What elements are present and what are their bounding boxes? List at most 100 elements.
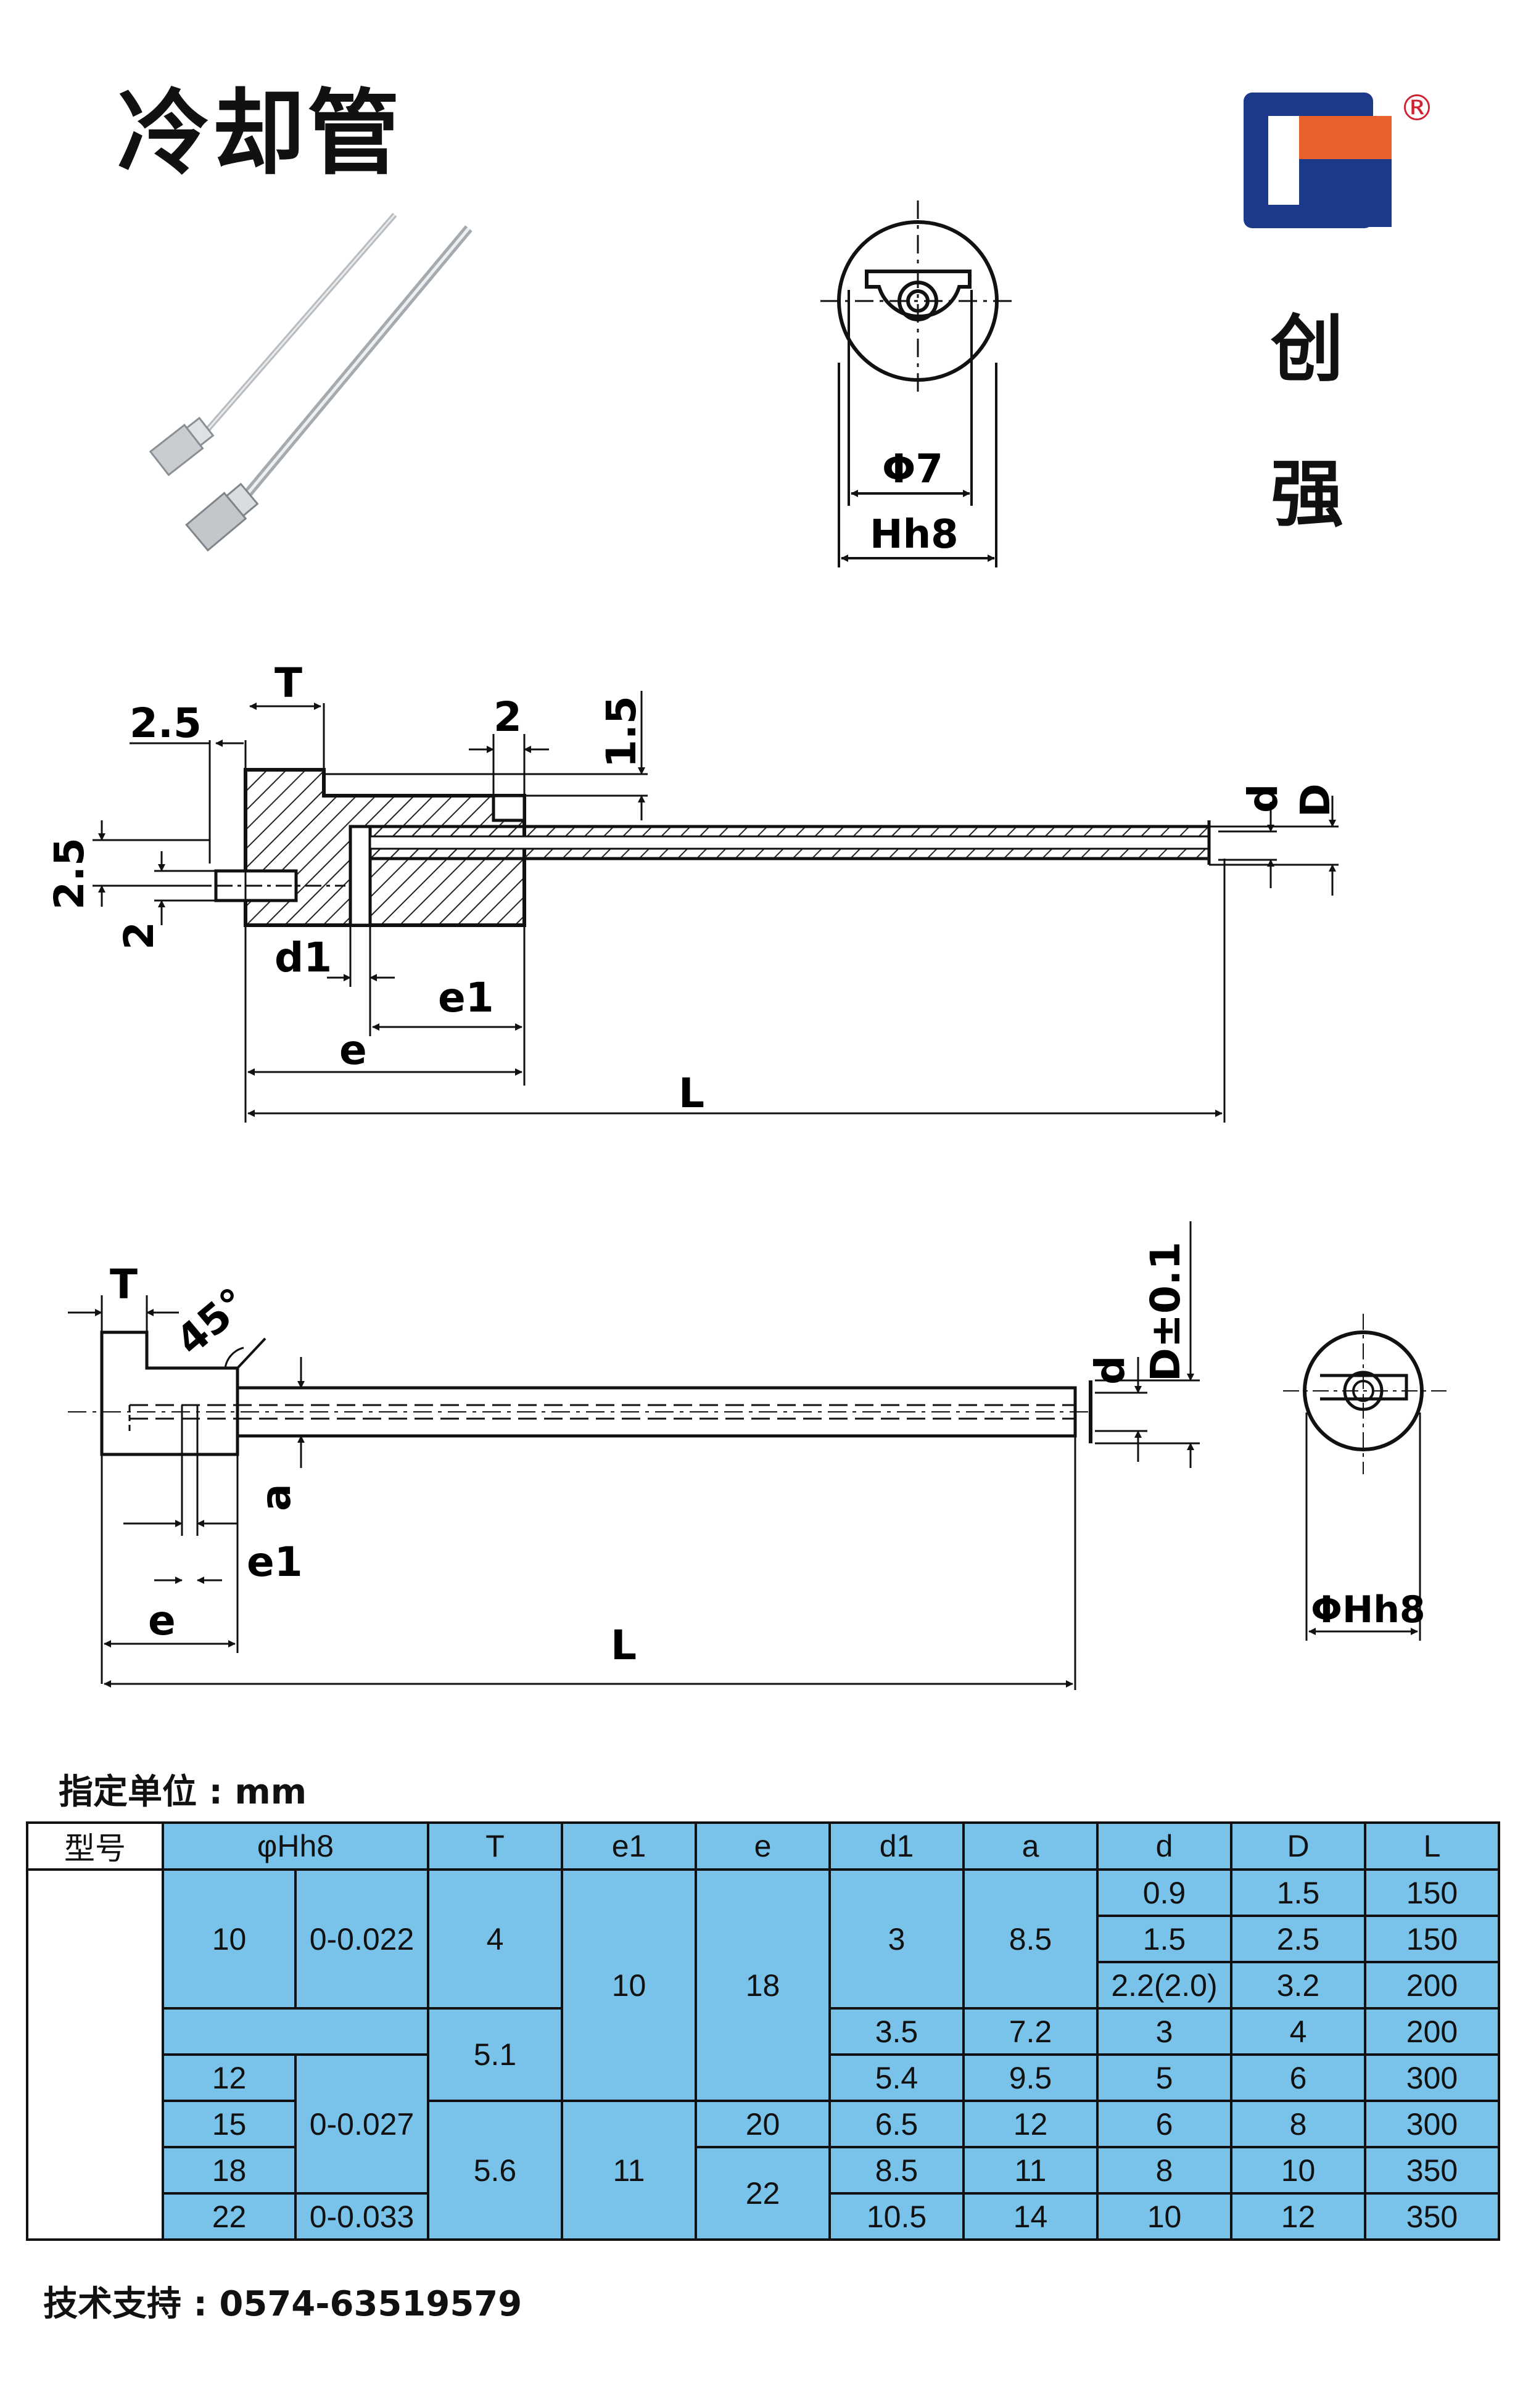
cell-d1: 8.5 bbox=[828, 2146, 965, 2195]
label-sec-2-left: 2 bbox=[115, 922, 163, 950]
brand-char-2: 强 bbox=[1271, 452, 1344, 537]
label-sec-1-5: 1.5 bbox=[598, 696, 645, 768]
label-sec-e1: e1 bbox=[438, 974, 494, 1021]
label-low-45: 45° bbox=[167, 1279, 257, 1364]
label-low-e: e bbox=[148, 1597, 176, 1644]
cell-e: 18 bbox=[695, 1868, 831, 2102]
brand-logo: ® bbox=[1244, 87, 1435, 228]
table-row: 5.1 3.5 7.2 3 4 200 bbox=[27, 2007, 1500, 2102]
cell-D: 3.2 bbox=[1230, 1961, 1366, 2010]
cell-t: 5.6 bbox=[427, 2100, 563, 2241]
label-low-t: T bbox=[110, 1261, 138, 1308]
cell-D: 10 bbox=[1230, 2146, 1366, 2195]
cell-a: 8.5 bbox=[962, 1868, 1099, 2010]
header-D: D bbox=[1230, 1821, 1366, 1871]
label-hh8: Hh8 bbox=[870, 512, 959, 558]
lower-view bbox=[68, 1221, 1200, 1690]
brand-char-1: 创 bbox=[1271, 307, 1344, 392]
header-t: T bbox=[427, 1821, 563, 1871]
label-sec-d: d bbox=[1239, 784, 1287, 813]
cell-d1: 10.5 bbox=[828, 2192, 965, 2241]
cell-a: 12 bbox=[962, 2100, 1099, 2148]
label-sec-D: D bbox=[1292, 783, 1339, 817]
cell-a: 14 bbox=[962, 2192, 1099, 2241]
cell-tol: 0-0.022 bbox=[294, 1868, 429, 2010]
header-phihh8: φHh8 bbox=[162, 1821, 429, 1871]
table-row: 2.2(2.0) 3.2 200 bbox=[27, 1961, 1500, 2010]
page-title: 冷却管 bbox=[117, 80, 403, 188]
table-row: 18 22 8.5 11 8 10 350 bbox=[27, 2146, 1500, 2241]
cell-a: 9.5 bbox=[962, 2053, 1099, 2102]
cell-d: 10 bbox=[1096, 2192, 1232, 2241]
cell-a: 7.2 bbox=[962, 2007, 1099, 2056]
label-end-phihh8: ΦHh8 bbox=[1311, 1588, 1426, 1631]
header-e: e bbox=[695, 1821, 831, 1871]
cell-phi: 12 bbox=[162, 2053, 297, 2102]
cell-D: 2.5 bbox=[1230, 1915, 1366, 1963]
cell-D: 12 bbox=[1230, 2192, 1366, 2241]
technical-drawing: Φ7 Hh8 bbox=[46, 200, 1447, 1690]
section-view bbox=[93, 691, 1339, 1123]
table-row: 1.5 2.5 150 bbox=[27, 1915, 1500, 1963]
product-photo bbox=[149, 213, 473, 552]
label-sec-t: T bbox=[274, 659, 302, 707]
cell-phi: 15 bbox=[162, 2100, 297, 2148]
cell-d: 0.9 bbox=[1096, 1868, 1232, 1917]
label-sec-2-top: 2 bbox=[493, 693, 522, 741]
cell-d: 2.2(2.0) bbox=[1096, 1961, 1232, 2010]
header-e1: e1 bbox=[561, 1821, 697, 1871]
cell-d: 6 bbox=[1096, 2100, 1232, 2148]
header-a: a bbox=[962, 1821, 1099, 1871]
registered-mark: ® bbox=[1399, 87, 1435, 129]
label-low-d: d bbox=[1086, 1356, 1134, 1385]
label-low-L: L bbox=[611, 1622, 637, 1669]
cell-d1: 5.4 bbox=[828, 2053, 965, 2102]
label-sec-2-5-left: 2.5 bbox=[46, 838, 93, 910]
cell-t: 5.1 bbox=[427, 2007, 563, 2102]
table-row: 22 0-0.033 10.5 14 10 12 350 bbox=[27, 2192, 1500, 2241]
label-sec-L: L bbox=[679, 1070, 704, 1117]
support-phone: 技术支持 : 0574-63519579 bbox=[43, 2284, 522, 2324]
cell-L: 350 bbox=[1364, 2146, 1500, 2195]
cell-d: 8 bbox=[1096, 2146, 1232, 2195]
table-header-row: 型号 φHh8 T e1 e d1 a d D L bbox=[26, 1821, 1500, 1871]
cell-D: 6 bbox=[1230, 2053, 1366, 2102]
cell-L: 150 bbox=[1364, 1868, 1500, 1917]
model-cell bbox=[26, 1868, 164, 2241]
label-sec-d1: d1 bbox=[274, 934, 332, 981]
cell-e1: 11 bbox=[561, 2100, 697, 2241]
table-row: 12 0-0.027 5.4 9.5 5 6 300 bbox=[27, 2053, 1500, 2195]
cell-e1: 10 bbox=[561, 1868, 697, 2102]
label-phi7: Φ7 bbox=[882, 447, 943, 492]
header-d1: d1 bbox=[828, 1821, 965, 1871]
cell-d1: 3.5 bbox=[828, 2007, 965, 2056]
cell-L: 300 bbox=[1364, 2053, 1500, 2102]
table-row: 15 5.6 11 20 6.5 12 6 8 300 bbox=[27, 2100, 1500, 2241]
cell-phi-merged bbox=[162, 2007, 429, 2056]
header-model: 型号 bbox=[26, 1821, 164, 1871]
cell-d: 5 bbox=[1096, 2053, 1232, 2102]
header-d: d bbox=[1096, 1821, 1232, 1871]
cell-D: 1.5 bbox=[1230, 1868, 1366, 1917]
label-sec-2-5-top: 2.5 bbox=[130, 699, 202, 747]
cell-e: 22 bbox=[695, 2146, 831, 2241]
cell-L: 200 bbox=[1364, 1961, 1500, 2010]
cell-phi: 10 bbox=[162, 1868, 297, 2010]
table-row: 10 0-0.022 4 10 18 3 8.5 0.9 1.5 150 bbox=[26, 1868, 1500, 2241]
cell-L: 350 bbox=[1364, 2192, 1500, 2241]
top-end-view bbox=[820, 200, 1018, 567]
cell-tol: 0-0.033 bbox=[294, 2192, 429, 2241]
cell-d1: 3 bbox=[828, 1868, 965, 2010]
label-low-D: D±0.1 bbox=[1142, 1242, 1189, 1382]
cell-a: 11 bbox=[962, 2146, 1099, 2195]
cell-d1: 6.5 bbox=[828, 2100, 965, 2148]
cell-tol: 0-0.027 bbox=[294, 2053, 429, 2195]
end-view bbox=[1283, 1314, 1447, 1641]
cell-L: 300 bbox=[1364, 2100, 1500, 2148]
unit-label: 指定单位 : mm bbox=[59, 1772, 307, 1812]
cell-e: 20 bbox=[695, 2100, 831, 2148]
cell-d: 3 bbox=[1096, 2007, 1232, 2056]
label-sec-e: e bbox=[339, 1026, 367, 1074]
label-low-a: a bbox=[252, 1483, 300, 1511]
cell-phi: 18 bbox=[162, 2146, 297, 2195]
